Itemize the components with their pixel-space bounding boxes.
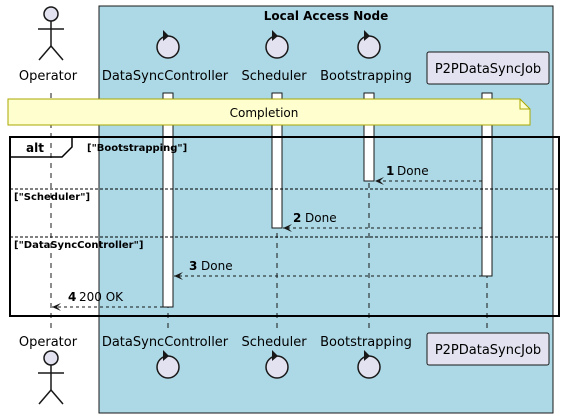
message-num-1: 1 — [386, 164, 394, 178]
alt-tab — [9, 136, 73, 158]
datasync-foot: DataSyncController — [102, 335, 229, 379]
control-icon — [265, 350, 289, 379]
bootstrapping-label: Bootstrapping — [320, 69, 412, 84]
alt-keyword: alt — [26, 141, 44, 155]
actor-icon — [38, 350, 64, 405]
scheduler-label-bottom: Scheduler — [241, 335, 307, 350]
scheduler-head: Scheduler — [241, 30, 307, 84]
completion-note — [7, 98, 531, 126]
scheduler-label: Scheduler — [241, 69, 307, 84]
p2pjob-foot: P2PDataSyncJob — [426, 332, 550, 366]
participant-box — [426, 332, 550, 366]
p2pjob-label: P2PDataSyncJob — [435, 62, 541, 77]
box-title: Local Access Node — [264, 9, 389, 23]
bootstrapping-head: Bootstrapping — [320, 30, 412, 84]
control-icon — [156, 350, 180, 379]
message-label-4: 200 OK — [79, 290, 124, 304]
message-label-3: Done — [201, 259, 233, 273]
scheduler-activation — [271, 92, 283, 229]
control-icon — [357, 350, 381, 379]
actor-icon — [38, 6, 64, 61]
alt-guard-1: ["Bootstrapping"] — [87, 143, 187, 154]
note-fold — [519, 99, 530, 110]
scheduler-foot: Scheduler — [241, 335, 307, 379]
operator-foot: Operator — [19, 335, 78, 405]
alt-fragment — [9, 136, 560, 317]
datasync-head: DataSyncController — [102, 30, 229, 84]
operator-head: Operator — [19, 6, 78, 84]
note-text: Completion — [230, 106, 299, 120]
alt-guard-2: ["Scheduler"] — [14, 192, 90, 203]
operator-label: Operator — [19, 69, 78, 84]
message-label-2: Done — [305, 211, 337, 225]
datasync-activation — [162, 92, 174, 308]
control-icon — [265, 30, 289, 59]
message-num-2: 2 — [293, 211, 301, 225]
participant-box — [426, 51, 550, 85]
alt-guard-3: ["DataSyncController"] — [14, 240, 143, 251]
p2pjob-activation — [481, 92, 493, 277]
operator-label-bottom: Operator — [19, 335, 78, 350]
control-icon — [357, 30, 381, 59]
bootstrapping-label-bottom: Bootstrapping — [320, 335, 412, 350]
control-icon — [156, 30, 180, 59]
datasync-label: DataSyncController — [102, 69, 229, 84]
message-num-3: 3 — [189, 259, 197, 273]
p2pjob-head: P2PDataSyncJob — [426, 51, 550, 85]
p2pjob-label-bottom: P2PDataSyncJob — [435, 343, 541, 358]
message-num-4: 4 — [68, 290, 76, 304]
bootstrapping-foot: Bootstrapping — [320, 335, 412, 379]
datasync-label-bottom: DataSyncController — [102, 335, 229, 350]
message-label-1: Done — [397, 164, 429, 178]
